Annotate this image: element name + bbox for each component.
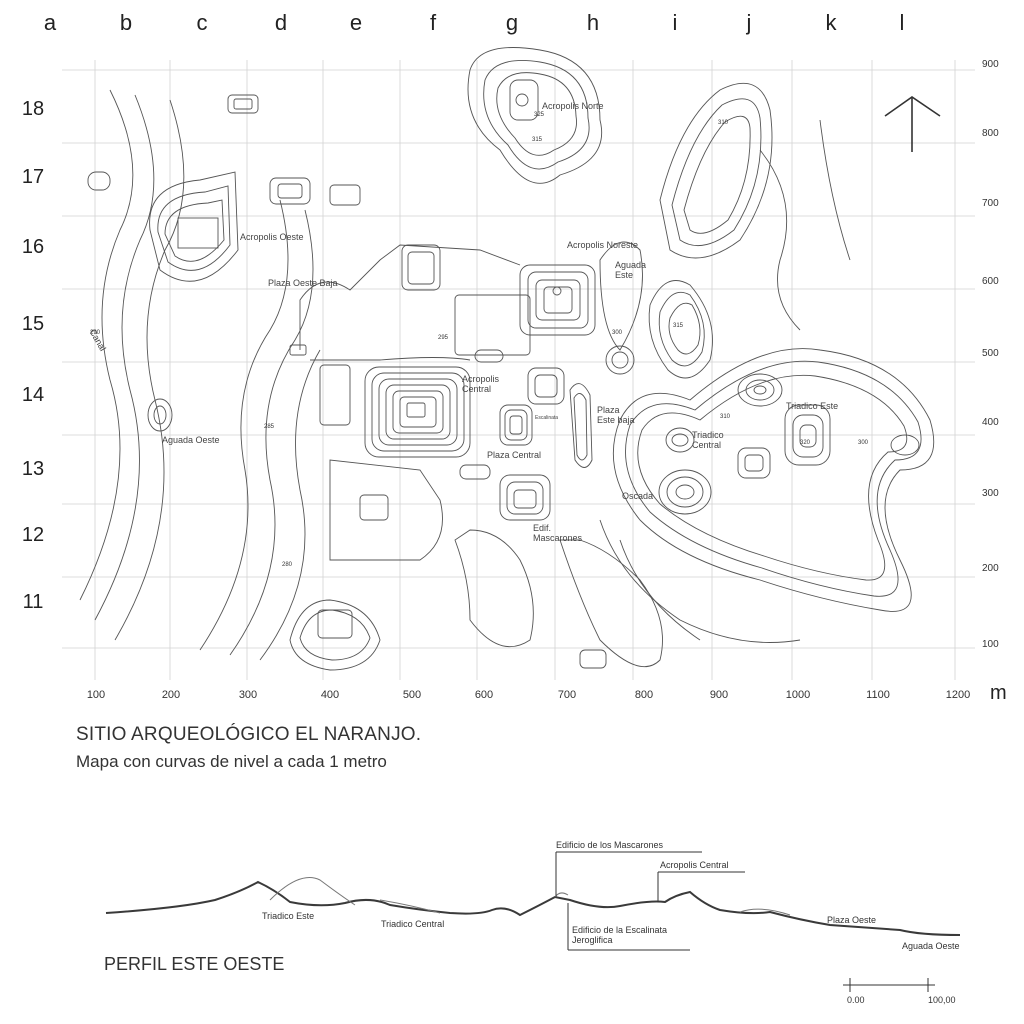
profile-label-escalinata: Edificio de la Escalinata Jeroglifica (572, 925, 668, 945)
profile-title: PERFIL ESTE OESTE (104, 954, 285, 974)
x-axis-tick: 400 (320, 689, 340, 701)
contour-label: 315 (673, 323, 684, 329)
x-axis-tick: 1000 (785, 689, 811, 701)
column-letter: c (196, 10, 208, 35)
column-letter: a (43, 10, 57, 35)
row-number: 17 (21, 166, 45, 188)
place-label-triadico-este: Triadico Este (786, 401, 839, 411)
place-label-triadico-central: Triadico Central (692, 430, 724, 450)
contour-label: 310 (720, 414, 731, 420)
map-title: SITIO ARQUEOLÓGICO EL NARANJO. (76, 724, 422, 745)
place-label-aguada-oeste: Aguada Oeste (162, 435, 220, 445)
place-label-plaza-oeste-baja: Plaza Oeste Baja (268, 278, 338, 288)
grid-lines (62, 60, 975, 680)
x-axis-tick: 200 (161, 689, 181, 701)
contour-label: 310 (718, 120, 729, 126)
column-letter: h (586, 10, 600, 35)
y-axis-tick: 500 (982, 348, 999, 359)
row-number: 16 (21, 236, 45, 258)
place-label-plaza-este-baja: Plaza Este baja (597, 405, 635, 425)
column-letter: f (429, 10, 437, 35)
profile-secondary-lines (269, 877, 791, 916)
column-letter: l (899, 10, 905, 35)
profile-label-triadico-central: Triadico Central (381, 919, 445, 929)
row-number: 18 (21, 98, 45, 120)
y-axis-tick: 300 (982, 488, 999, 499)
y-axis-tick: 200 (982, 563, 999, 574)
profile-graphic (105, 880, 961, 936)
profile-label-acropolis-central: Acropolis Central (660, 860, 729, 870)
y-axis-tick: 600 (982, 276, 999, 287)
column-letter: j (746, 10, 752, 35)
contour-label: 300 (612, 330, 623, 336)
contour-lines (79, 47, 935, 671)
contour-label: 295 (438, 335, 449, 341)
scale-start-label: 0.00 (847, 995, 865, 1005)
y-axis-tick: 900 (982, 59, 999, 70)
profile-leader-lines (555, 851, 745, 951)
column-letter: i (672, 10, 678, 35)
x-axis-tick: 800 (634, 689, 654, 701)
y-axis-tick: 700 (982, 198, 999, 209)
contour-label: 315 (532, 137, 543, 143)
north-arrow-icon (884, 96, 941, 152)
place-label-oscada: Oscada (622, 491, 654, 501)
place-label-acropolis-noreste: Acropolis Noreste (567, 240, 639, 250)
row-number: 15 (21, 313, 45, 335)
x-axis-tick: 900 (709, 689, 729, 701)
column-letter: d (274, 10, 288, 35)
profile-label-edificio-mascarones: Edificio de los Mascarones (556, 840, 664, 850)
place-label-acropolis-norte: Acropolis Norte (542, 101, 604, 111)
y-axis-tick: 400 (982, 417, 999, 428)
place-label-aguada-este: Aguada Este (615, 260, 647, 280)
x-axis-tick: 1100 (866, 689, 890, 701)
y-axis-tick: 100 (982, 639, 999, 650)
place-label-edif-mascarones: Edif. Mascarones (533, 523, 583, 543)
contour-label: 300 (858, 440, 869, 446)
contour-label: 285 (264, 424, 275, 430)
contour-label: 290 (90, 330, 101, 336)
scale-end-label: 100,00 (928, 995, 956, 1005)
x-axis-tick: 1200 (945, 689, 971, 701)
column-letter: e (349, 10, 363, 35)
x-axis-tick: 300 (238, 689, 258, 701)
unit-label: m (990, 682, 1007, 704)
place-label-acropolis-oeste: Acropolis Oeste (240, 232, 304, 242)
contour-label: 280 (282, 562, 293, 568)
column-letter: g (505, 10, 519, 35)
x-axis-tick: 700 (557, 689, 577, 701)
column-letter: k (825, 10, 837, 35)
x-axis-tick: 600 (474, 689, 494, 701)
x-axis-tick: 100 (86, 689, 106, 701)
scale-bar (843, 978, 935, 992)
place-label-acropolis-central: Acropolis Central (462, 374, 500, 394)
profile-label-aguada-oeste: Aguada Oeste (902, 941, 960, 951)
column-letter: b (119, 10, 133, 35)
contour-label: 325 (534, 112, 545, 118)
map-subtitle: Mapa con curvas de nivel a cada 1 metro (76, 752, 387, 771)
row-number: 11 (22, 591, 44, 613)
profile-label-plaza-oeste: Plaza Oeste (827, 915, 877, 925)
row-number: 12 (21, 524, 45, 546)
place-label-escalinata: Escalinata (535, 415, 559, 421)
y-axis-tick: 800 (982, 128, 999, 139)
x-axis-tick: 500 (402, 689, 422, 701)
contour-label: 320 (800, 440, 811, 446)
row-number: 14 (21, 384, 45, 406)
profile-label-triadico-este: Triadico Este (262, 911, 315, 921)
place-label-plaza-central: Plaza Central (487, 450, 542, 460)
row-number: 13 (21, 458, 45, 480)
